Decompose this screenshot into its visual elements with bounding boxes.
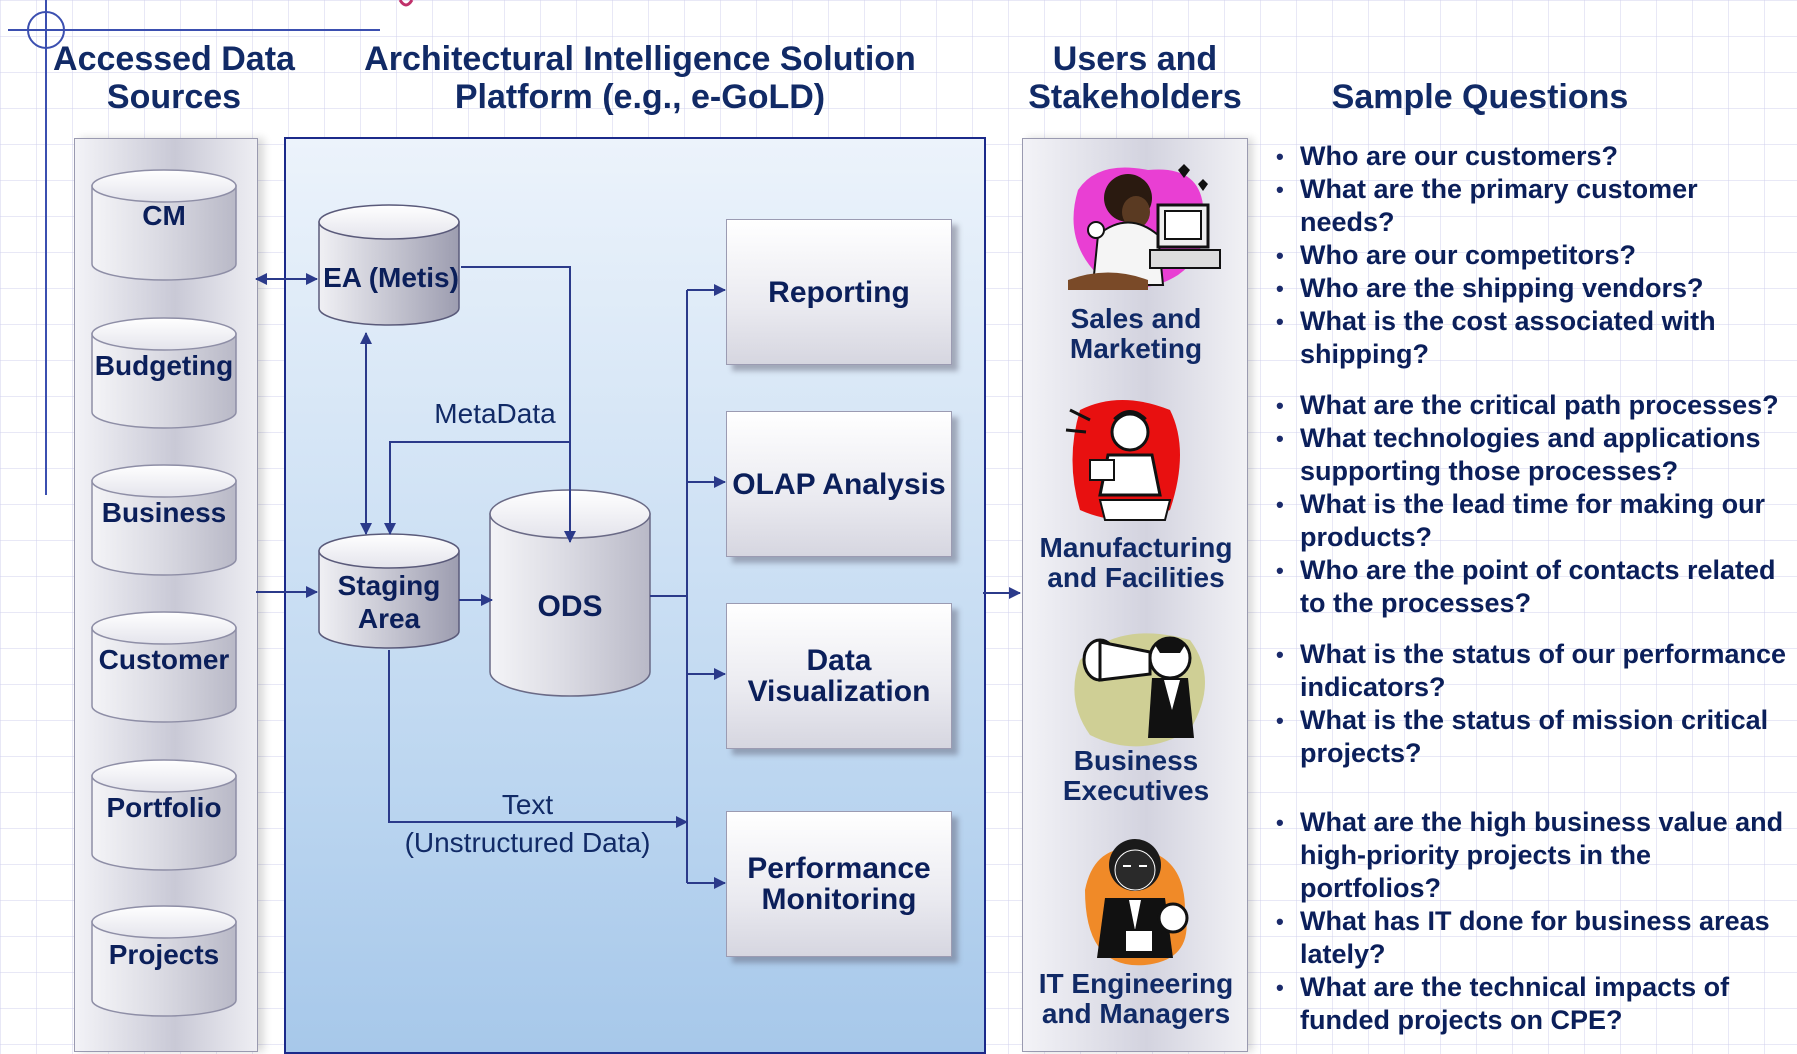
question-item: Who are our customers? — [1272, 140, 1797, 173]
source-cylinder-business — [91, 464, 237, 576]
user-label-it-engineering: IT Engineering and Managers — [1038, 968, 1234, 1029]
text-label-line1: Text — [501, 789, 554, 820]
user-label-business-executives: Business Executives — [1062, 745, 1210, 806]
question-item: What are the technical impacts of funded… — [1272, 971, 1797, 1037]
question-item: What are the critical path processes? — [1272, 389, 1797, 422]
question-item: What is the lead time for making our pro… — [1272, 488, 1797, 554]
manufacturing-facilities-illustration — [1065, 400, 1180, 521]
question-item: What is the status of mission critical p… — [1272, 704, 1797, 770]
staging-area-cylinder — [318, 533, 460, 649]
header-platform-line1: Architectural Intelligence Solution — [364, 40, 916, 78]
user-label-sales-marketing: Sales and Marketing — [1069, 303, 1203, 364]
ods-label: ODS — [537, 590, 603, 623]
ea-metis-label: EA (Metis) — [323, 262, 459, 293]
question-item: What technologies and applications suppo… — [1272, 422, 1797, 488]
question-item: What is the status of our performance in… — [1272, 638, 1797, 704]
metadata-label: MetaData — [434, 398, 556, 429]
header-accessed-data-sources: Accessed Data Sources — [53, 40, 295, 116]
it-engineering-illustration — [1085, 839, 1189, 966]
business-executives-illustration — [1074, 633, 1205, 747]
question-item: What is the cost associated with shippin… — [1272, 305, 1797, 371]
header-platform: Architectural Intelligence Solution Plat… — [340, 40, 940, 116]
data-sources-column — [74, 138, 258, 1052]
header-platform-line2: Platform (e.g., e-GoLD) — [454, 78, 826, 116]
question-item: Who are the point of contacts related to… — [1272, 554, 1797, 620]
source-label-projects: Projects — [108, 939, 220, 970]
sample-questions-list: Who are our customers? What are the prim… — [1272, 140, 1797, 1037]
source-label-business: Business — [101, 497, 227, 528]
source-cylinder-cm — [91, 169, 237, 281]
source-cylinder-portfolio — [91, 759, 237, 871]
question-item: What are the high business value and hig… — [1272, 806, 1797, 905]
source-label-cm: CM — [142, 200, 186, 231]
source-cylinder-customer — [91, 611, 237, 723]
header-users-line2: Stakeholders — [1028, 78, 1242, 116]
olap-analysis-box: OLAP Analysis — [726, 411, 952, 557]
performance-monitoring-box: Performance Monitoring — [726, 811, 952, 957]
question-item: Who are our competitors? — [1272, 239, 1797, 272]
question-item: What are the primary customer needs? — [1272, 173, 1797, 239]
reporting-box: Reporting — [726, 219, 952, 365]
question-item: What has IT done for business areas late… — [1272, 905, 1797, 971]
connector-lines — [255, 266, 1021, 889]
user-label-manufacturing-facilities: Manufacturing and Facilities — [1039, 532, 1233, 593]
staging-label-line2: Area — [357, 603, 421, 634]
corner-decoration — [8, 0, 414, 495]
text-label-line2: (Unstructured Data) — [404, 827, 651, 858]
source-label-customer: Customer — [98, 644, 230, 675]
question-item: Who are the shipping vendors? — [1272, 272, 1797, 305]
header-sample-questions: Sample Questions — [1331, 78, 1629, 116]
ods-cylinder — [489, 489, 651, 697]
text-unstructured-label: Text (Unstructured Data) — [400, 786, 655, 862]
staging-label-line1: Staging — [337, 570, 441, 601]
header-users-line1: Users and — [1052, 40, 1218, 78]
sales-marketing-illustration — [1068, 164, 1221, 290]
data-visualization-box: Data Visualization — [726, 603, 952, 749]
header-users: Users and Stakeholders — [1020, 40, 1250, 116]
question-group-gap — [1272, 620, 1797, 638]
question-group-gap — [1272, 371, 1797, 389]
staging-area-label: Staging Area — [319, 569, 459, 635]
source-label-portfolio: Portfolio — [106, 792, 222, 823]
ea-metis-cylinder — [318, 204, 460, 326]
source-label-budgeting: Budgeting — [94, 350, 234, 381]
source-cylinder-projects — [91, 905, 237, 1017]
source-cylinder-budgeting — [91, 317, 237, 429]
question-group-gap — [1272, 770, 1797, 806]
